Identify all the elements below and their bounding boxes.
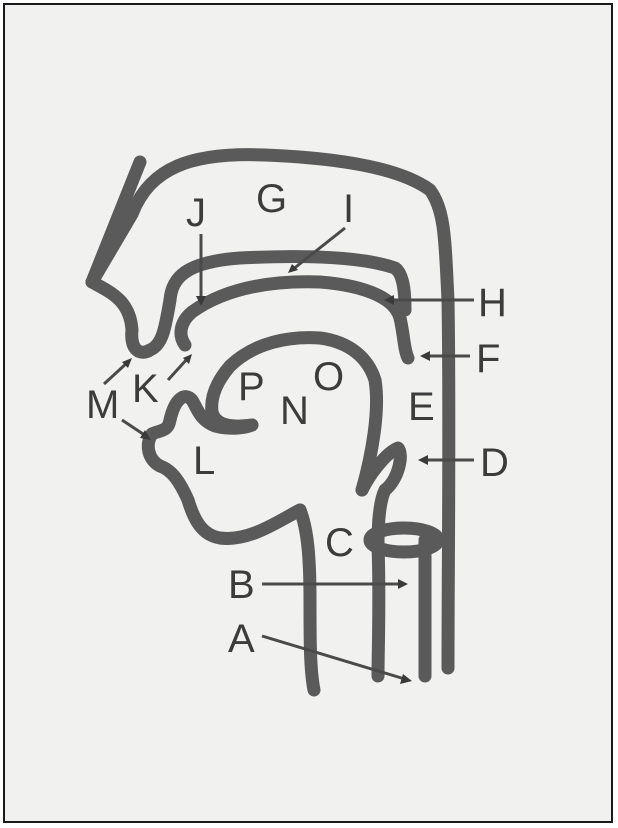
- palate: [181, 282, 408, 358]
- throat-front: [300, 510, 314, 690]
- label-l: L: [193, 439, 215, 483]
- arrowhead-d: [418, 455, 428, 465]
- larynx: [378, 545, 379, 676]
- label-o: O: [313, 355, 344, 399]
- pointer-k: [168, 358, 188, 380]
- head-outline: [92, 155, 449, 668]
- arrowhead-b: [398, 579, 408, 589]
- label-e: E: [408, 385, 435, 429]
- label-p: P: [238, 365, 265, 409]
- lower-lip: [152, 397, 252, 434]
- label-g: G: [256, 177, 287, 221]
- label-j: J: [186, 191, 206, 235]
- arrowhead-a: [400, 674, 412, 684]
- label-h: H: [478, 281, 507, 325]
- label-d: D: [480, 441, 509, 485]
- arrowhead-f: [420, 351, 430, 361]
- label-f: F: [476, 337, 500, 381]
- pointer-m-lower: [122, 420, 146, 436]
- label-b: B: [228, 563, 255, 607]
- pointer-m-upper: [104, 362, 128, 384]
- vocal-tract-outline: [92, 155, 449, 690]
- pointer-a: [262, 636, 408, 680]
- label-m: M: [86, 383, 119, 427]
- label-k: K: [132, 367, 159, 411]
- label-c: C: [325, 521, 354, 565]
- lower-lip-chin: [148, 434, 300, 538]
- label-a: A: [228, 617, 255, 661]
- upper-lip: [92, 257, 405, 353]
- label-i: I: [343, 187, 354, 231]
- label-n: N: [280, 389, 309, 433]
